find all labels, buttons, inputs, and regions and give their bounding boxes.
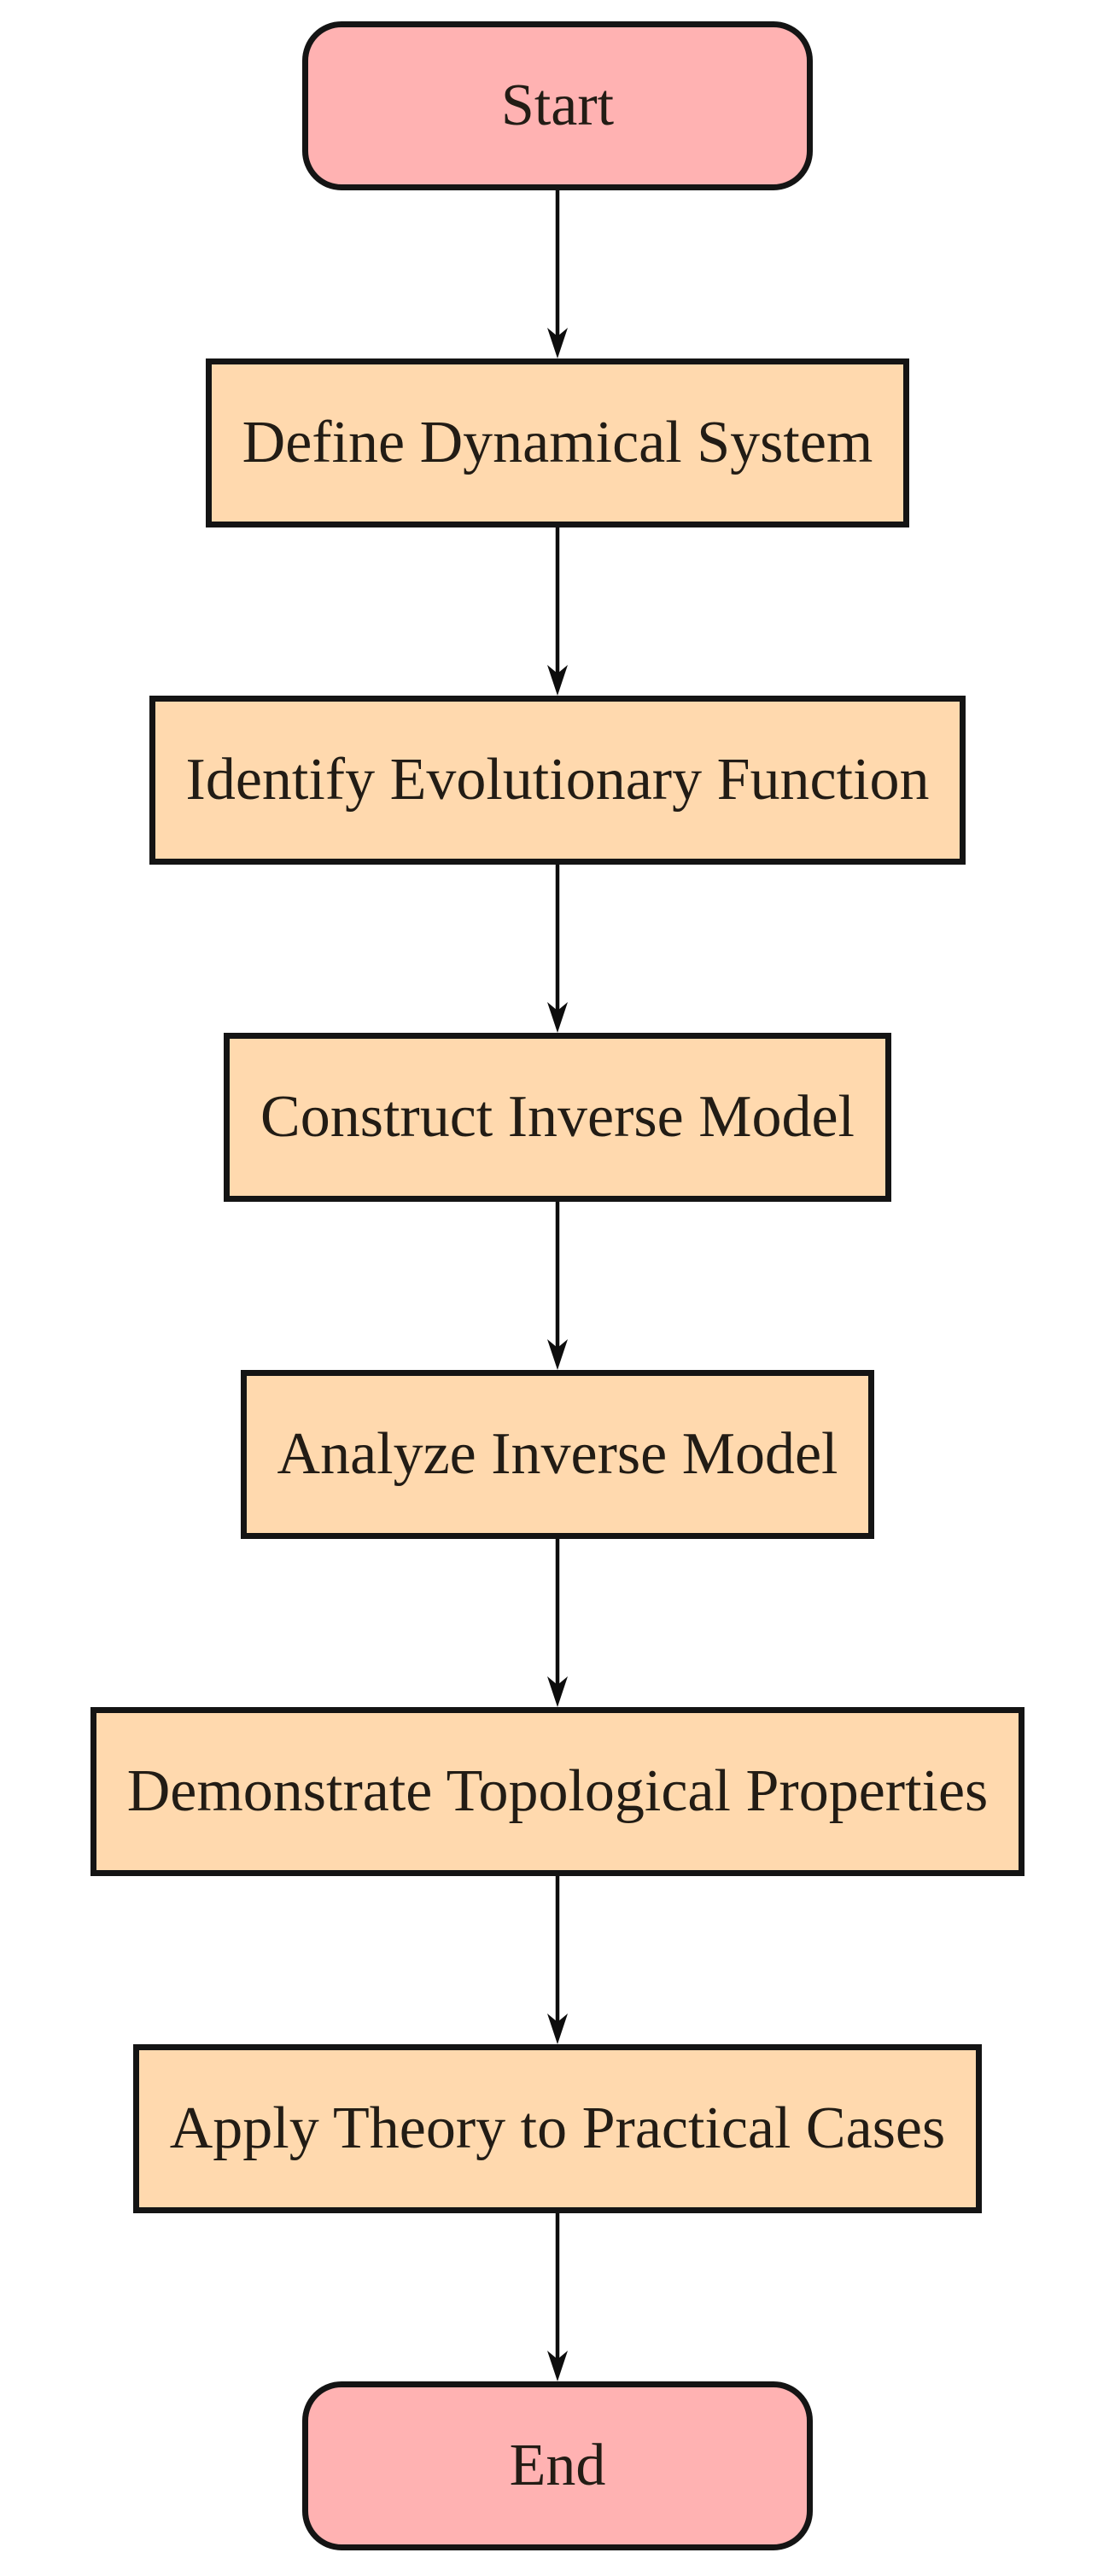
node-start: Start	[302, 21, 813, 190]
node-analyze-inverse-model: Analyze Inverse Model	[240, 1370, 875, 1539]
arrow-down-icon	[547, 2213, 568, 2381]
arrow-down-icon	[547, 1539, 568, 1707]
node-end-label: End	[509, 2433, 606, 2498]
arrow-down-icon	[547, 1876, 568, 2044]
node-demonstrate-topological-properties: Demonstrate Topological Properties	[90, 1707, 1025, 1876]
node-end: End	[302, 2381, 813, 2550]
node-construct-inverse-model-label: Construct Inverse Model	[260, 1084, 855, 1150]
arrow-down-icon	[547, 865, 568, 1033]
arrow-down-icon	[547, 190, 568, 358]
node-apply-theory-to-practical-cases-label: Apply Theory to Practical Cases	[169, 2095, 946, 2161]
node-construct-inverse-model: Construct Inverse Model	[224, 1033, 891, 1202]
node-identify-evolutionary-function: Identify Evolutionary Function	[149, 696, 966, 865]
node-apply-theory-to-practical-cases: Apply Theory to Practical Cases	[132, 2044, 983, 2213]
node-define-dynamical-system: Define Dynamical System	[205, 358, 910, 527]
node-identify-evolutionary-function-label: Identify Evolutionary Function	[185, 747, 930, 813]
flow-arrow	[543, 1202, 572, 1370]
flow-arrow	[543, 865, 572, 1033]
arrow-down-icon	[547, 1202, 568, 1370]
flow-arrow	[543, 190, 572, 358]
flow-arrow	[543, 527, 572, 696]
node-define-dynamical-system-label: Define Dynamical System	[242, 410, 873, 475]
flow-arrow	[543, 2213, 572, 2381]
arrow-down-icon	[547, 527, 568, 696]
node-start-label: Start	[500, 73, 615, 138]
node-demonstrate-topological-properties-label: Demonstrate Topological Properties	[126, 1758, 989, 1824]
node-analyze-inverse-model-label: Analyze Inverse Model	[277, 1421, 838, 1487]
flow-arrow	[543, 1876, 572, 2044]
flow-arrow	[543, 1539, 572, 1707]
